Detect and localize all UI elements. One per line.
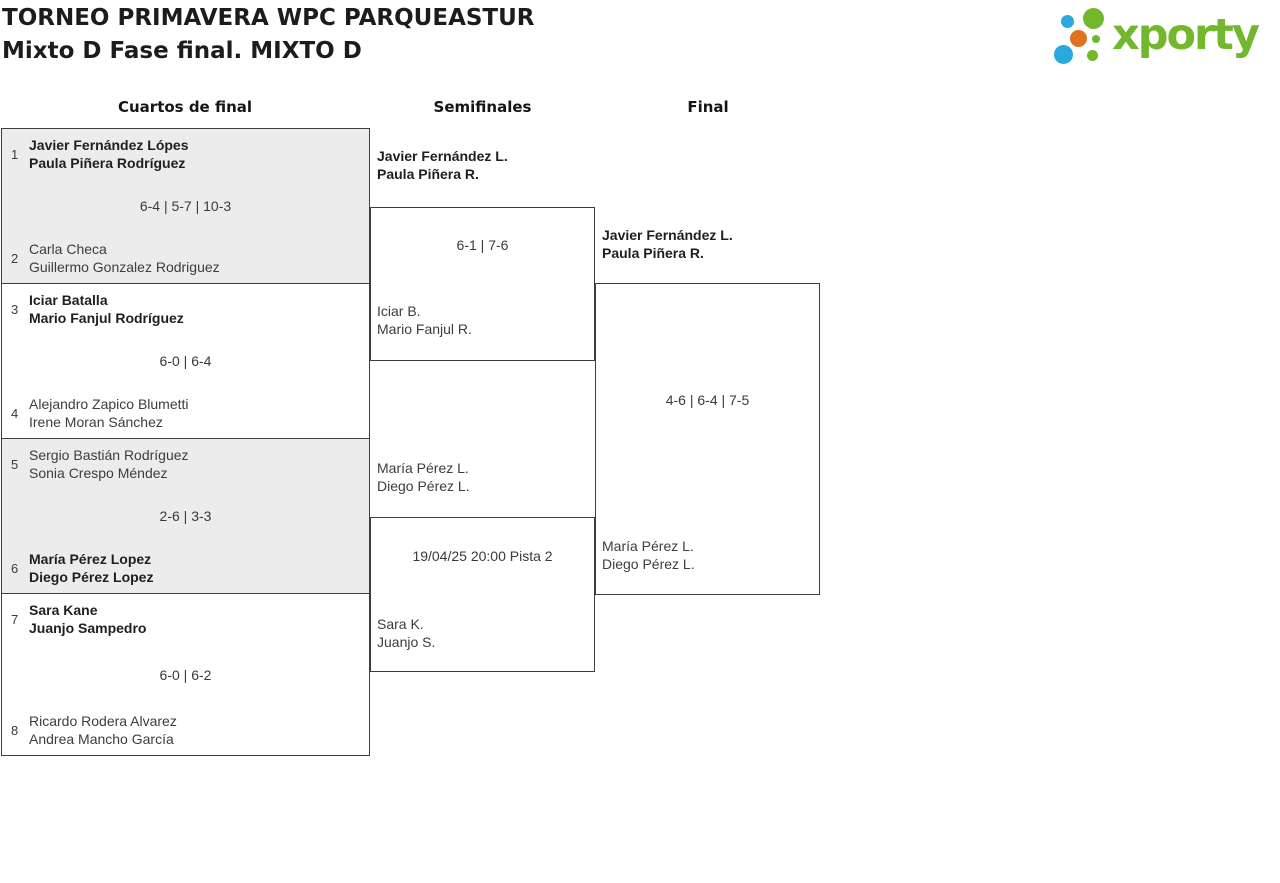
semifinal-1-score: 6-1 | 7-6 — [456, 237, 509, 253]
semifinal-1-team-top: Javier Fernández L. Paula Piñera R. — [377, 147, 508, 183]
semifinal-1-team-bottom: Iciar B. Mario Fanjul R. — [377, 302, 472, 338]
player-name: María Pérez Lopez — [29, 551, 152, 567]
seed-number: 5 — [11, 456, 19, 472]
player-name: Sergio Bastián Rodríguez — [29, 447, 189, 463]
player-name: Paula Piñera R. — [377, 166, 479, 182]
player-name: María Pérez L. — [377, 460, 469, 476]
logo-wordmark: xporty — [1112, 10, 1260, 60]
team-slot-bottom: 8 Ricardo Rodera Alvarez Andrea Mancho G… — [9, 712, 362, 748]
round-header-quarterfinals: Cuartos de final — [117, 98, 253, 116]
logo-dot-green-tiny-icon — [1092, 35, 1100, 43]
seed-number: 6 — [11, 560, 19, 576]
match-score: 6-4 | 5-7 | 10-3 — [139, 198, 232, 214]
team-names: Alejandro Zapico Blumetti Irene Moran Sá… — [29, 395, 189, 431]
player-name: Sara K. — [377, 616, 424, 632]
final-score: 4-6 | 6-4 | 7-5 — [665, 392, 750, 408]
team-slot-top: 5 Sergio Bastián Rodríguez Sonia Crespo … — [9, 446, 362, 482]
phase-name: Mixto D Fase final. MIXTO D — [2, 38, 362, 64]
player-name: Iciar B. — [377, 303, 421, 319]
seed-number: 8 — [11, 722, 19, 738]
semifinal-match-1-box — [370, 207, 595, 361]
player-name: Javier Fernández Lópes — [29, 137, 189, 153]
player-name: Javier Fernández L. — [602, 227, 733, 243]
player-name: Diego Pérez L. — [602, 556, 695, 572]
semifinal-match-2-box — [370, 517, 595, 672]
team-names: Ricardo Rodera Alvarez Andrea Mancho Gar… — [29, 712, 177, 748]
seed-number: 3 — [11, 301, 19, 317]
player-name: Diego Pérez Lopez — [29, 569, 154, 585]
logo-dot-green-large-icon — [1083, 8, 1104, 29]
match-score: 6-0 | 6-2 — [159, 666, 212, 683]
player-name: Sonia Crespo Méndez — [29, 465, 168, 481]
logo-dot-green-small-icon — [1087, 50, 1098, 61]
player-name: Ricardo Rodera Alvarez — [29, 713, 177, 729]
team-names-winner: María Pérez Lopez Diego Pérez Lopez — [29, 550, 153, 586]
player-name: Diego Pérez L. — [377, 478, 470, 494]
seed-number: 4 — [11, 405, 19, 421]
quarterfinal-match-1: 1 Javier Fernández Lópes Paula Piñera Ro… — [1, 128, 370, 284]
xporty-logo[interactable]: xporty — [1050, 5, 1278, 70]
player-name: Alejandro Zapico Blumetti — [29, 396, 189, 412]
player-name: Paula Piñera R. — [602, 245, 704, 261]
player-name: Mario Fanjul R. — [377, 321, 472, 337]
semifinal-2-team-top: María Pérez L. Diego Pérez L. — [377, 459, 470, 495]
final-match-box — [595, 283, 820, 595]
team-slot-bottom: 2 Carla Checa Guillermo Gonzalez Rodrigu… — [9, 240, 362, 276]
team-slot-bottom: 4 Alejandro Zapico Blumetti Irene Moran … — [9, 395, 362, 431]
player-name: María Pérez L. — [602, 538, 694, 554]
logo-dot-orange-icon — [1070, 30, 1087, 47]
seed-number: 1 — [11, 146, 19, 162]
round-header-final: Final — [687, 98, 729, 116]
semifinal-2-team-bottom: Sara K. Juanjo S. — [377, 615, 435, 651]
team-slot-top: 3 Iciar Batalla Mario Fanjul Rodríguez — [9, 291, 362, 327]
player-name: Juanjo S. — [377, 634, 436, 650]
player-name: Irene Moran Sánchez — [29, 414, 163, 430]
player-name: Carla Checa — [29, 241, 107, 257]
logo-dot-blue-large-icon — [1054, 45, 1073, 64]
team-names: Carla Checa Guillermo Gonzalez Rodriguez — [29, 240, 220, 276]
quarterfinal-match-3: 5 Sergio Bastián Rodríguez Sonia Crespo … — [1, 438, 370, 594]
final-team-bottom: María Pérez L. Diego Pérez L. — [602, 537, 695, 573]
player-name: Andrea Mancho García — [29, 731, 174, 747]
team-slot-bottom: 6 María Pérez Lopez Diego Pérez Lopez — [9, 550, 362, 586]
seed-number: 2 — [11, 250, 19, 266]
team-slot-top: 1 Javier Fernández Lópes Paula Piñera Ro… — [9, 136, 362, 172]
player-name: Juanjo Sampedro — [29, 620, 147, 636]
semifinal-2-schedule: 19/04/25 20:00 Pista 2 — [412, 548, 553, 564]
player-name: Sara Kane — [29, 602, 98, 618]
match-score: 6-0 | 6-4 — [159, 353, 212, 369]
match-score: 2-6 | 3-3 — [159, 508, 212, 524]
player-name: Paula Piñera Rodríguez — [29, 155, 186, 171]
logo-dot-blue-small-icon — [1061, 15, 1074, 28]
quarterfinal-match-4: 7 Sara Kane Juanjo Sampedro 6-0 | 6-2 8 … — [1, 593, 370, 756]
team-names-winner: Iciar Batalla Mario Fanjul Rodríguez — [29, 291, 184, 327]
player-name: Javier Fernández L. — [377, 148, 508, 164]
round-header-semifinals: Semifinales — [433, 98, 532, 116]
player-name: Guillermo Gonzalez Rodriguez — [29, 259, 220, 275]
final-team-top: Javier Fernández L. Paula Piñera R. — [602, 226, 733, 262]
team-names: Sergio Bastián Rodríguez Sonia Crespo Mé… — [29, 446, 189, 482]
quarterfinal-match-2: 3 Iciar Batalla Mario Fanjul Rodríguez 6… — [1, 283, 370, 439]
player-name: Mario Fanjul Rodríguez — [29, 310, 184, 326]
player-name: Iciar Batalla — [29, 292, 108, 308]
seed-number: 7 — [11, 611, 19, 627]
team-names-winner: Javier Fernández Lópes Paula Piñera Rodr… — [29, 136, 189, 172]
page-title: TORNEO PRIMAVERA WPC PARQUEASTUR Mixto D… — [2, 2, 535, 68]
tournament-name: TORNEO PRIMAVERA WPC PARQUEASTUR — [2, 5, 535, 31]
team-names-winner: Sara Kane Juanjo Sampedro — [29, 601, 146, 637]
team-slot-top: 7 Sara Kane Juanjo Sampedro — [9, 601, 362, 637]
